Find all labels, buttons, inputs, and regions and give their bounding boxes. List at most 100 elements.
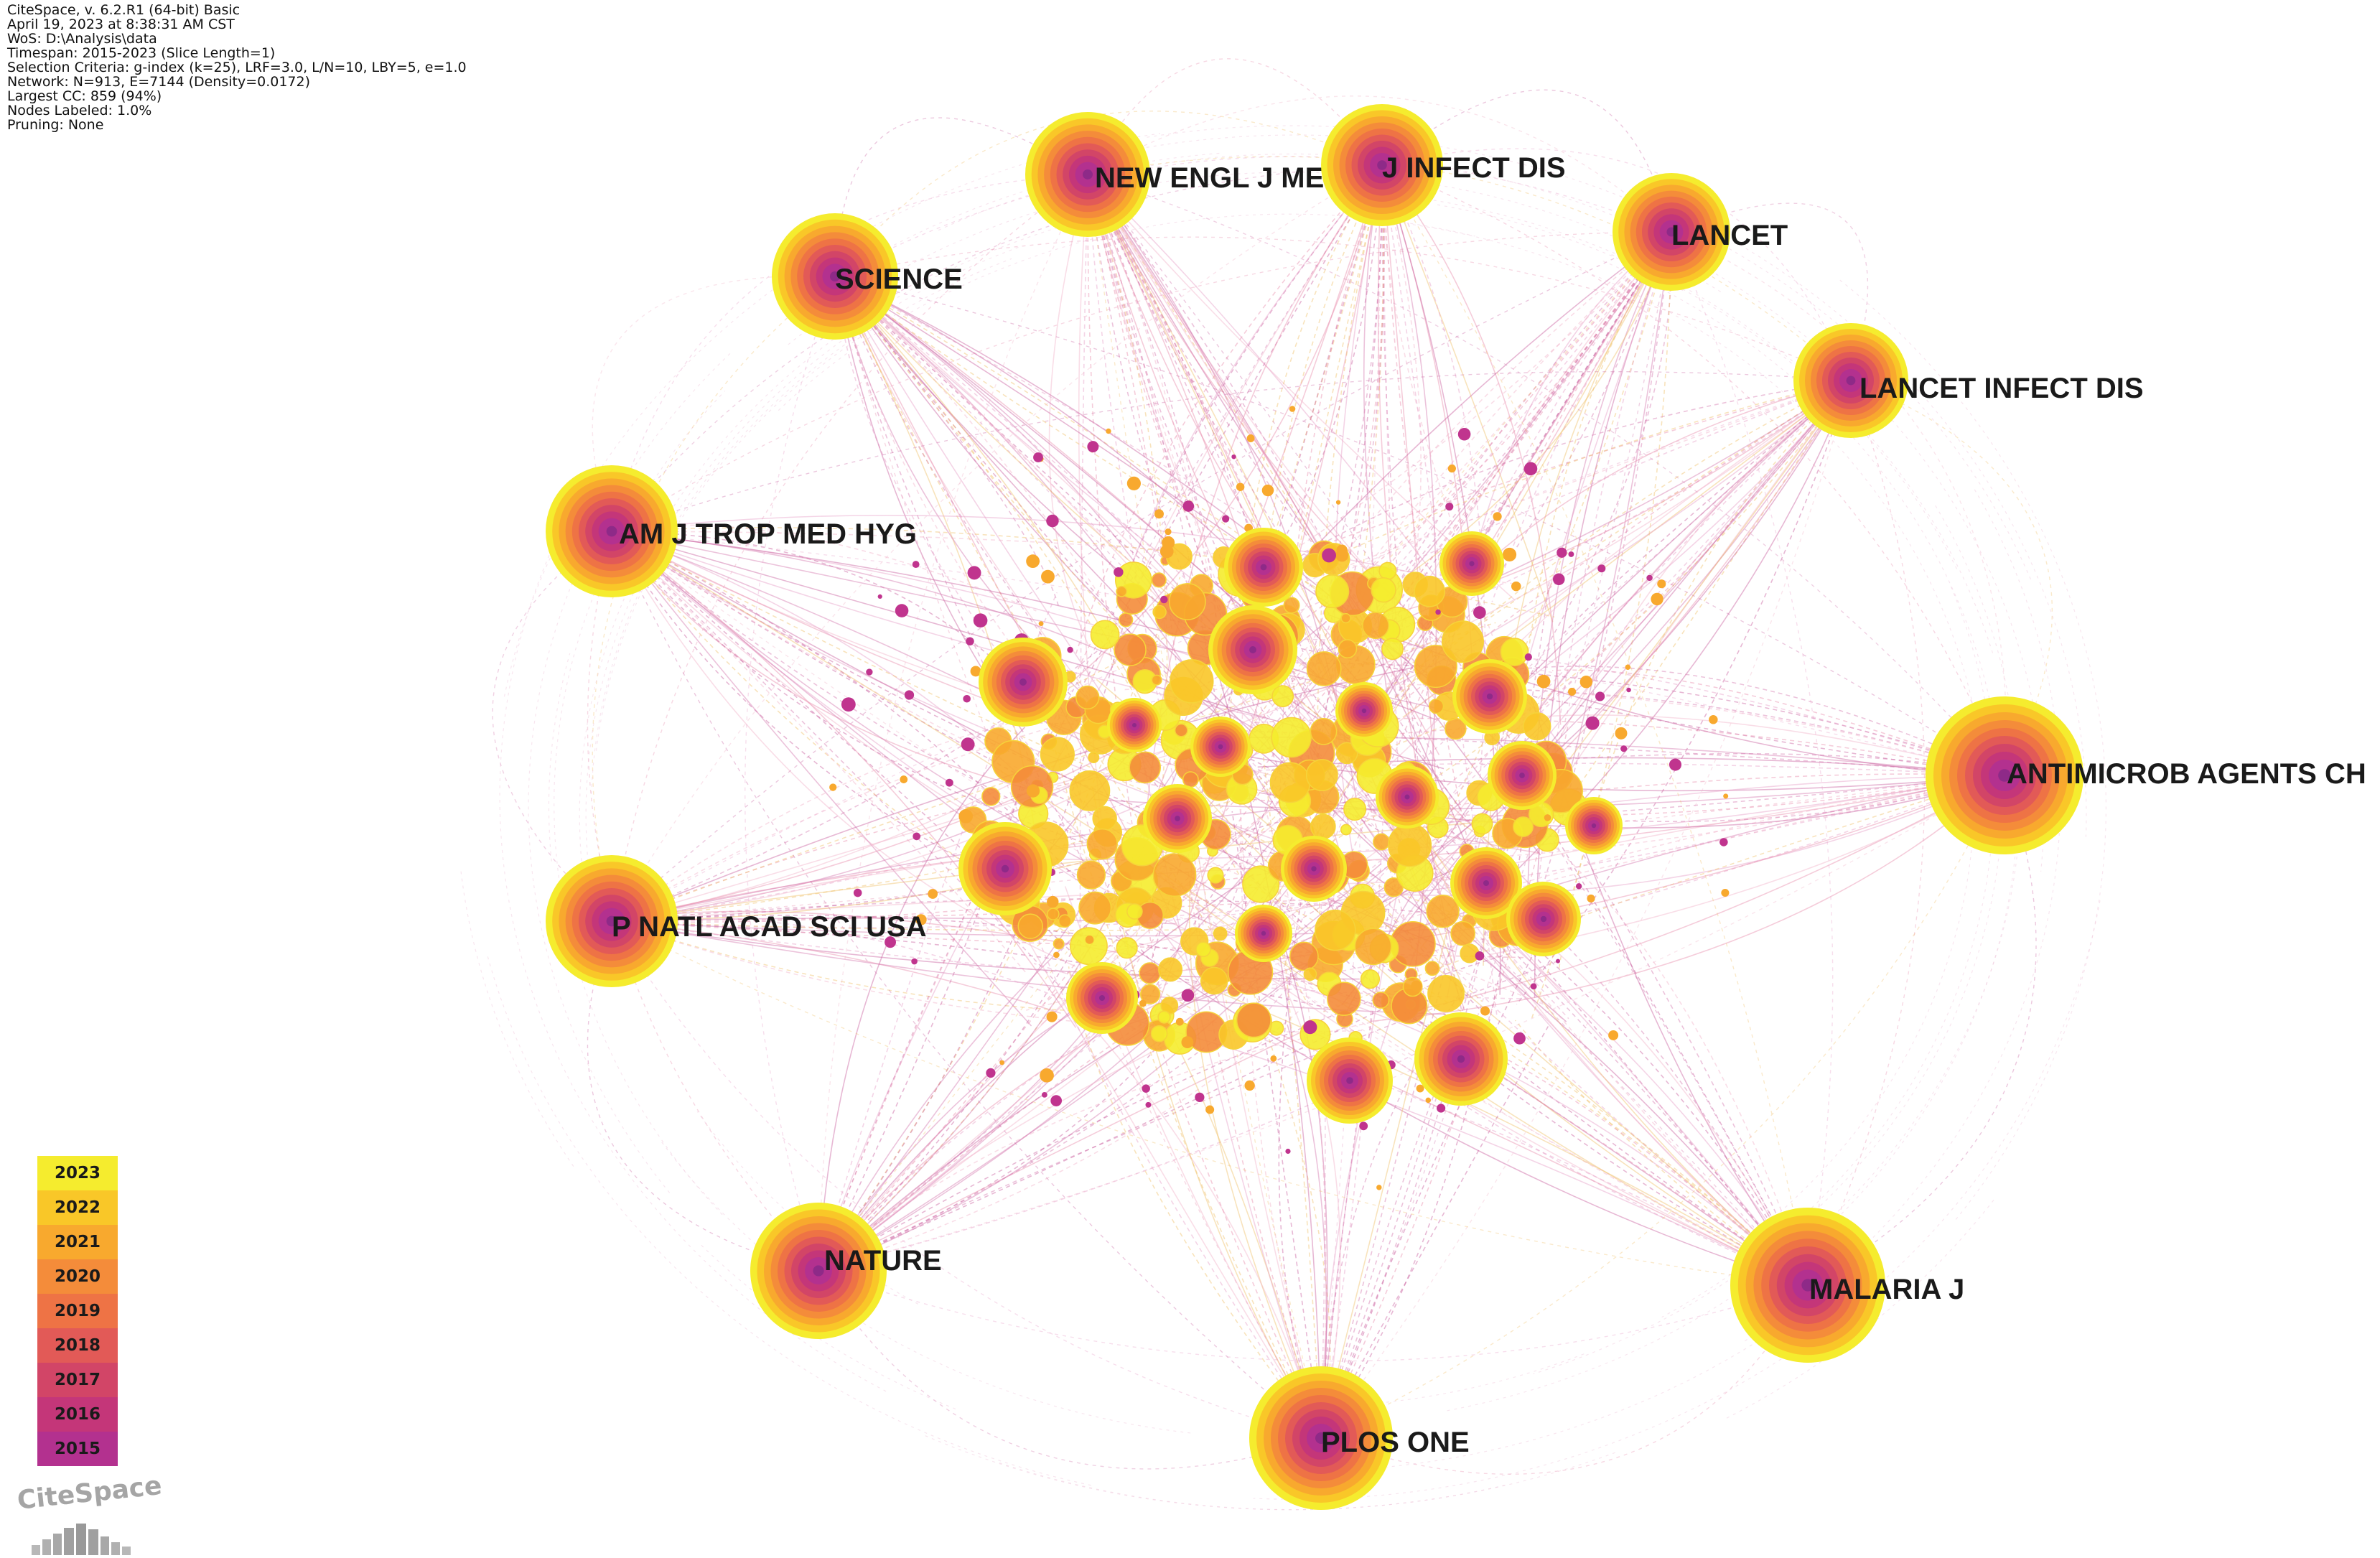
node-core [1175,816,1180,821]
cluster-hub-node[interactable] [1414,1012,1508,1106]
cluster-hub-node[interactable] [1107,698,1162,752]
journal-node[interactable]: NATURE [750,1203,942,1339]
edge [1132,134,2033,583]
node-core [829,271,841,282]
scatter-node [841,697,856,712]
cluster-node [1327,981,1361,1016]
journal-node[interactable]: MALARIA J [1730,1208,1964,1363]
edge [611,531,2005,776]
journal-node[interactable]: AM J TROP MED HYG [546,465,917,597]
edge [1231,811,1322,1439]
scatter-node [885,936,896,948]
cluster-hub-node[interactable] [1450,847,1522,919]
cluster-hub-node[interactable] [1281,836,1347,902]
edge [818,380,1852,1272]
info-line: WoS: D:\Analysis\data [7,31,157,47]
edge [592,276,836,922]
scatter-node [877,594,882,600]
journal-node[interactable]: SCIENCE [772,213,963,340]
edge [1087,174,1358,801]
cluster-hub-node[interactable] [979,638,1068,727]
cluster-node [1315,909,1356,951]
cluster-hub-node[interactable] [1506,882,1581,956]
info-line: April 19, 2023 at 8:38:31 AM CST [7,17,235,32]
legend-year-2019: 2019 [37,1294,118,1328]
edge [1278,837,1322,1439]
scatter-node [1595,691,1605,701]
cluster-node [1069,770,1111,811]
cluster-hub-node[interactable] [1190,717,1251,777]
scatter-node [1182,500,1195,512]
edge [834,276,1267,1013]
edge [1369,380,1852,871]
journal-label: NEW ENGL J MED [1095,162,1345,194]
cluster-hub-node[interactable] [1439,531,1504,596]
scatter-node [1447,464,1456,473]
edge [1427,1020,1809,1286]
cluster-node [1513,816,1534,837]
edge [611,531,1077,1028]
info-line: CiteSpace, v. 6.2.R1 (64-bit) Basic [7,2,241,18]
cluster-node [1140,984,1161,1004]
cluster-hub-node[interactable] [1488,741,1557,810]
scatter-node [1195,1092,1205,1102]
cluster-hub-node[interactable] [1307,1037,1393,1124]
cluster-hub-node[interactable] [1066,962,1138,1034]
edge [818,727,1026,1272]
cluster-node [1373,833,1390,851]
edge [611,920,1358,1016]
node-core [1099,995,1105,1001]
cluster-node [1182,771,1199,788]
scatter-node [1236,482,1245,491]
info-line: Timespan: 2015-2023 (Slice Length=1) [7,45,276,61]
journal-node[interactable]: LANCET INFECT DIS [1793,323,2144,438]
journal-node[interactable]: NEW ENGL J MED [1025,112,1345,237]
edge [611,859,1347,923]
edge [745,276,836,1272]
cluster-hub-node[interactable] [1235,905,1292,962]
cluster-hub-node[interactable] [1376,765,1439,829]
cluster-hub-node[interactable] [1143,784,1212,853]
edge [592,275,836,532]
scatter-node [1416,1084,1424,1093]
edge [1381,164,1554,622]
cluster-hub-node[interactable] [1208,605,1297,694]
edge [1087,174,1247,934]
cluster-hub-node[interactable] [1335,682,1393,740]
journal-node[interactable]: ANTIMICROB AGENTS CH [1926,696,2366,854]
edge [1050,734,1322,1439]
scatter-node [1625,664,1631,670]
cluster-hub-node[interactable] [958,822,1052,915]
edge [818,627,1269,1272]
edge [1087,174,1465,1010]
journal-label: ANTIMICROB AGENTS CH [2007,758,2366,790]
cluster-node [1414,575,1446,607]
cluster-node [1271,685,1294,707]
edge [1479,752,2005,776]
edge [818,863,1382,1272]
info-line: Network: N=913, E=7144 (Density=0.0172) [7,74,311,90]
journal-node[interactable]: P NATL ACAD SCI USA [546,855,927,987]
journal-node[interactable]: J INFECT DIS [1321,104,1566,226]
edge [1514,1020,1809,1286]
scatter-node [1261,484,1274,497]
scatter-node [970,666,981,677]
edge [818,773,1025,1272]
edge [834,111,1383,277]
edge [579,223,1070,939]
edge [1320,380,1852,1439]
node-core [1260,564,1267,571]
cluster-hub-node[interactable] [1224,528,1303,607]
cluster-node [1129,751,1161,784]
edge [1726,1200,1994,1419]
journal-node[interactable]: LANCET [1613,173,1788,291]
cluster-hub-node[interactable] [1565,797,1623,854]
info-panel: CiteSpace, v. 6.2.R1 (64-bit) Basic Apri… [7,3,467,132]
cluster-hub-node[interactable] [1452,659,1527,734]
edge [1104,380,1852,734]
scatter-node [1336,544,1348,556]
edge [1320,676,1518,1439]
scatter-node [1437,1104,1446,1113]
journal-node[interactable]: PLOS ONE [1249,1366,1470,1510]
